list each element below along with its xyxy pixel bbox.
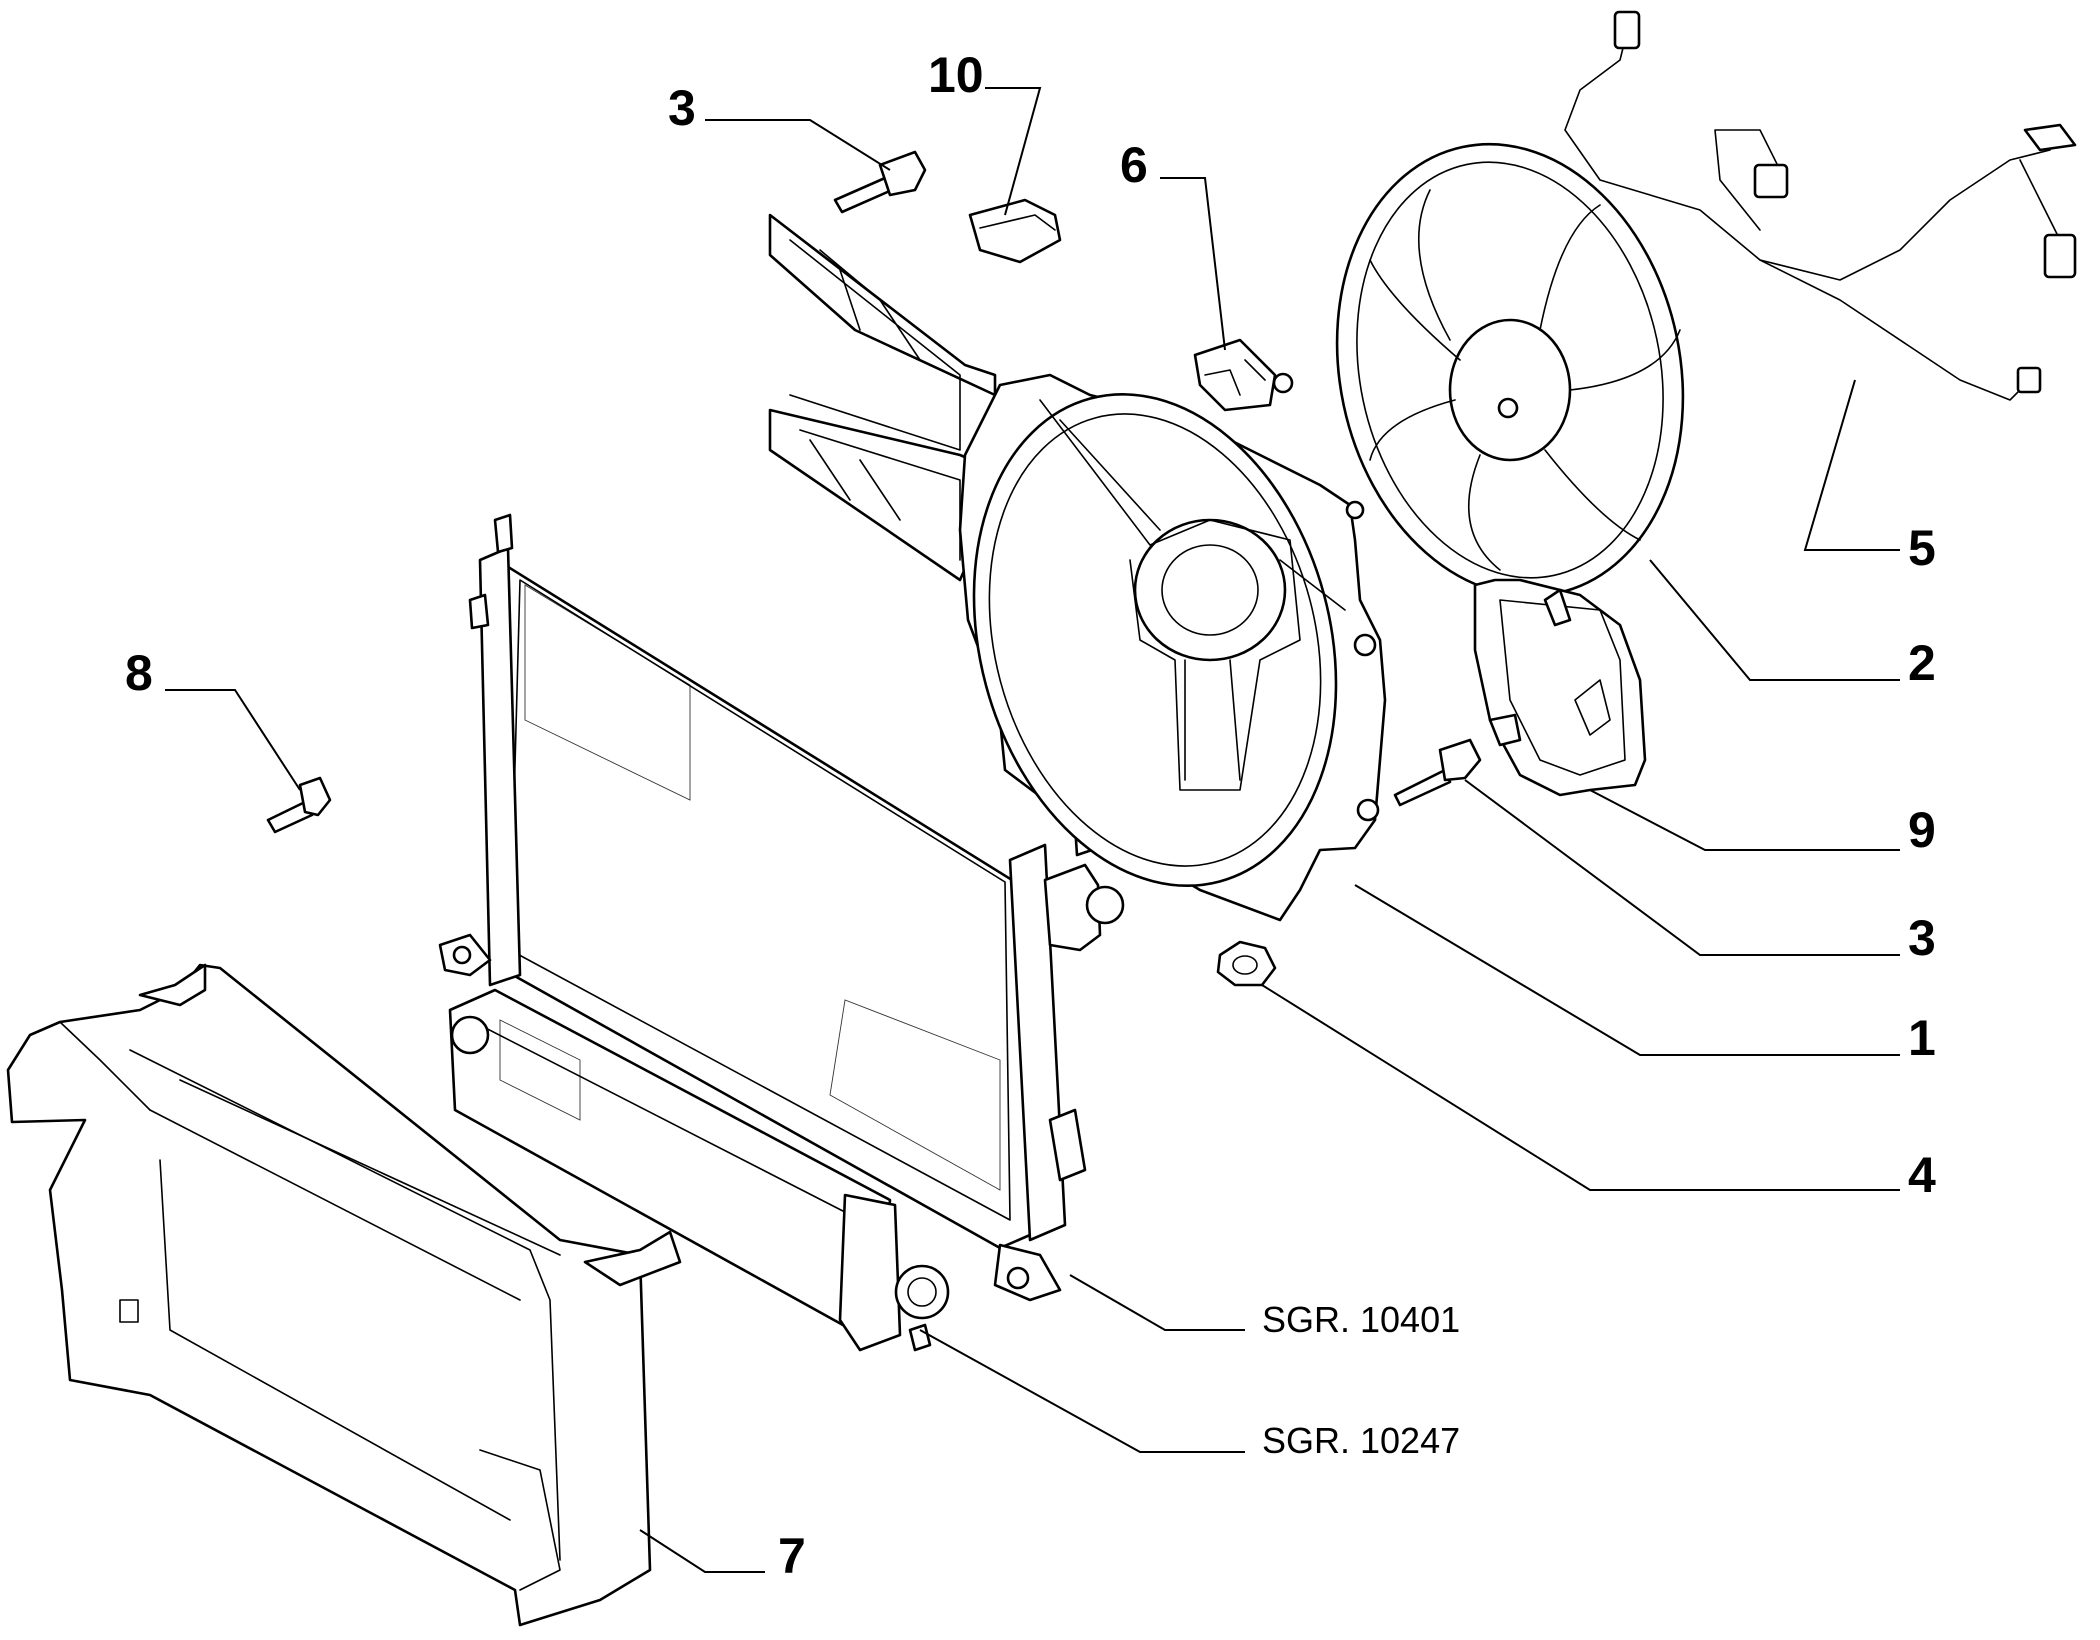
callout-9: 9: [1908, 802, 1936, 858]
callout-labels: 3 10 6 5 2 8 9 3 1 4 7: [125, 47, 1936, 1584]
callout-10: 10: [928, 47, 984, 103]
air-deflector-panel: [6, 963, 682, 1627]
fan-shroud: [768, 213, 1387, 922]
callout-2: 2: [1908, 635, 1936, 691]
callout-3-top: 3: [668, 80, 696, 136]
wiring-harness: [1564, 10, 2077, 401]
resistor-6: [1193, 338, 1294, 412]
bolt-upper: [833, 150, 927, 214]
radiator: [438, 513, 1125, 1302]
group-references: SGR. 10401 SGR. 10247: [1262, 1299, 1460, 1461]
fan-impeller: [1335, 142, 1685, 598]
fan-motor-support: [1473, 578, 1647, 797]
callout-5: 5: [1908, 520, 1936, 576]
leader-lines: [165, 87, 1900, 1573]
reference-intercooler: SGR. 10247: [1262, 1420, 1460, 1461]
callout-4: 4: [1908, 1147, 1936, 1203]
callout-8: 8: [125, 645, 153, 701]
bolt-lower: [1393, 738, 1482, 807]
bolt-8: [266, 776, 332, 834]
intercooler: [448, 988, 950, 1352]
callout-6: 6: [1120, 137, 1148, 193]
reference-radiator: SGR. 10401: [1262, 1299, 1460, 1340]
callout-7: 7: [778, 1528, 806, 1584]
callout-1: 1: [1908, 1010, 1936, 1066]
connector-10: [968, 198, 1062, 264]
nut-4: [1216, 940, 1277, 987]
callout-3-bottom: 3: [1908, 910, 1936, 966]
